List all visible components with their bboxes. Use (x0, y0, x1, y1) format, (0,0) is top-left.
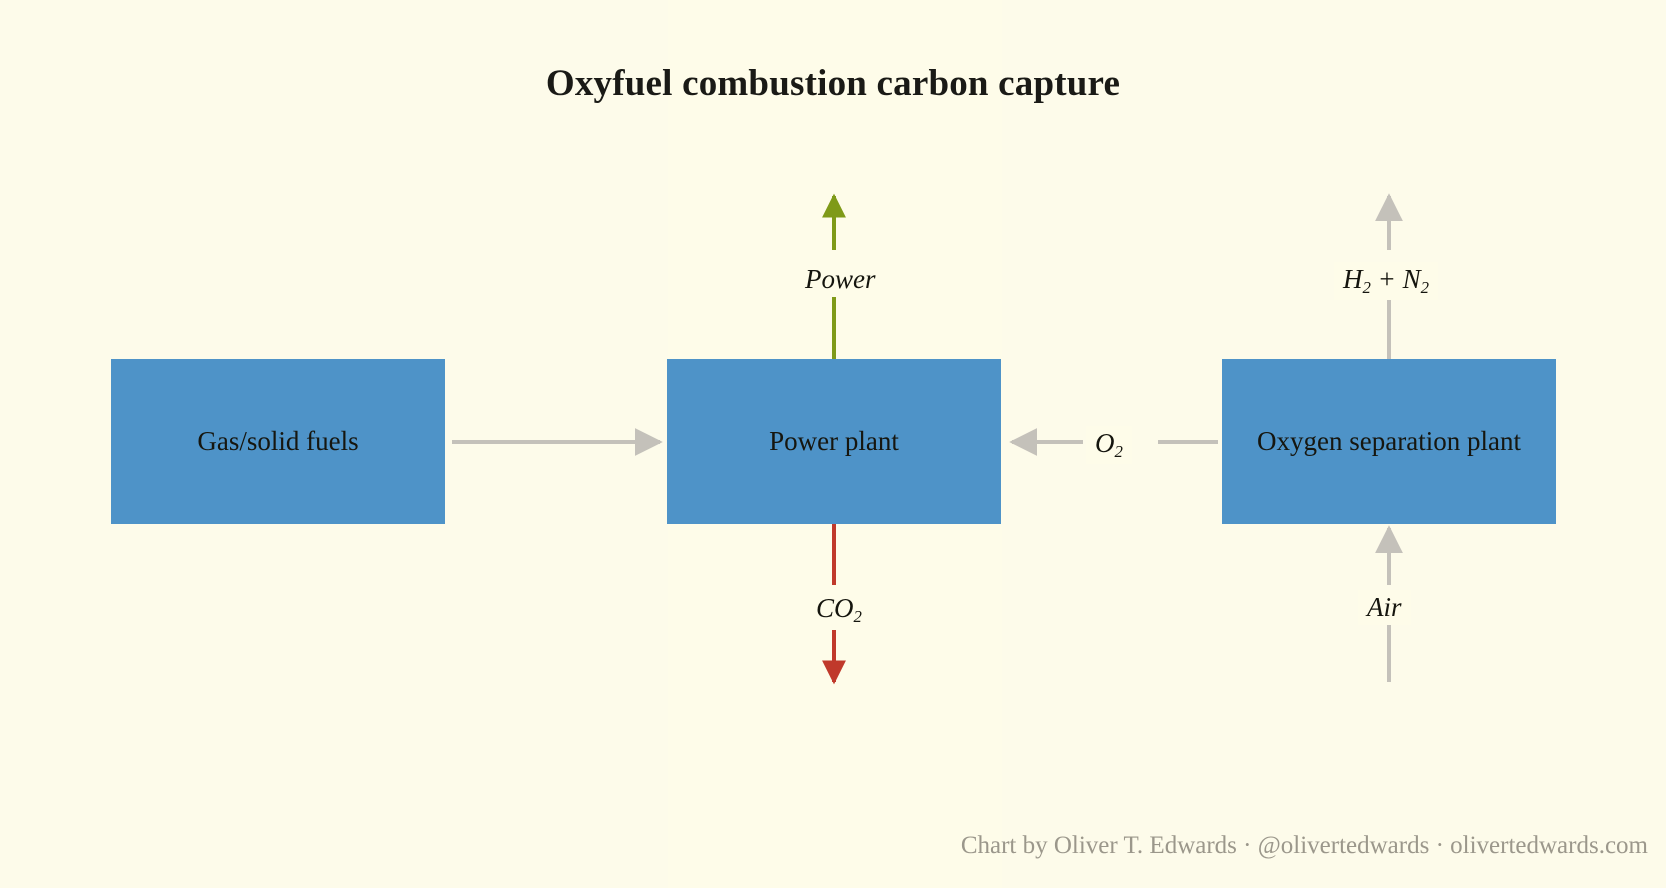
edge-label-o2-subscript: 2 (1114, 442, 1123, 462)
node-label: Gas/solid fuels (197, 425, 359, 456)
edge-label-co2-subscript: 2 (853, 607, 862, 627)
edge-label-n2-text: N (1402, 264, 1421, 294)
edge-label-air-text: Air (1367, 592, 1402, 622)
edge-label-plus-sign: + (1370, 264, 1403, 294)
edge-label-power-text: Power (805, 264, 876, 294)
edge-label-power: Power (796, 262, 885, 297)
node-label: Oxygen separation plant (1257, 425, 1521, 456)
node-oxygen-separation-plant[interactable]: Oxygen separation plant (1222, 359, 1556, 524)
edge-label-o2: O2 (1086, 426, 1132, 465)
edge-label-h2-subscript: 2 (1362, 278, 1371, 298)
edge-label-o2-text: O (1095, 428, 1115, 458)
edge-label-h2-n2: H2 + N2 (1334, 262, 1438, 301)
edge-label-h2-text: H (1343, 264, 1363, 294)
edge-label-air: Air (1358, 590, 1411, 625)
node-gas-solid-fuels[interactable]: Gas/solid fuels (111, 359, 445, 524)
edge-label-co2: CO2 (807, 591, 871, 630)
node-label: Power plant (769, 425, 899, 456)
page-title: Oxyfuel combustion carbon capture (545, 63, 1121, 104)
chart-credit: Chart by Oliver T. Edwards · @olivertedw… (960, 832, 1648, 859)
edge-label-co2-text: CO (816, 593, 854, 623)
node-power-plant[interactable]: Power plant (667, 359, 1001, 524)
edge-label-n2-subscript: 2 (1420, 278, 1429, 298)
